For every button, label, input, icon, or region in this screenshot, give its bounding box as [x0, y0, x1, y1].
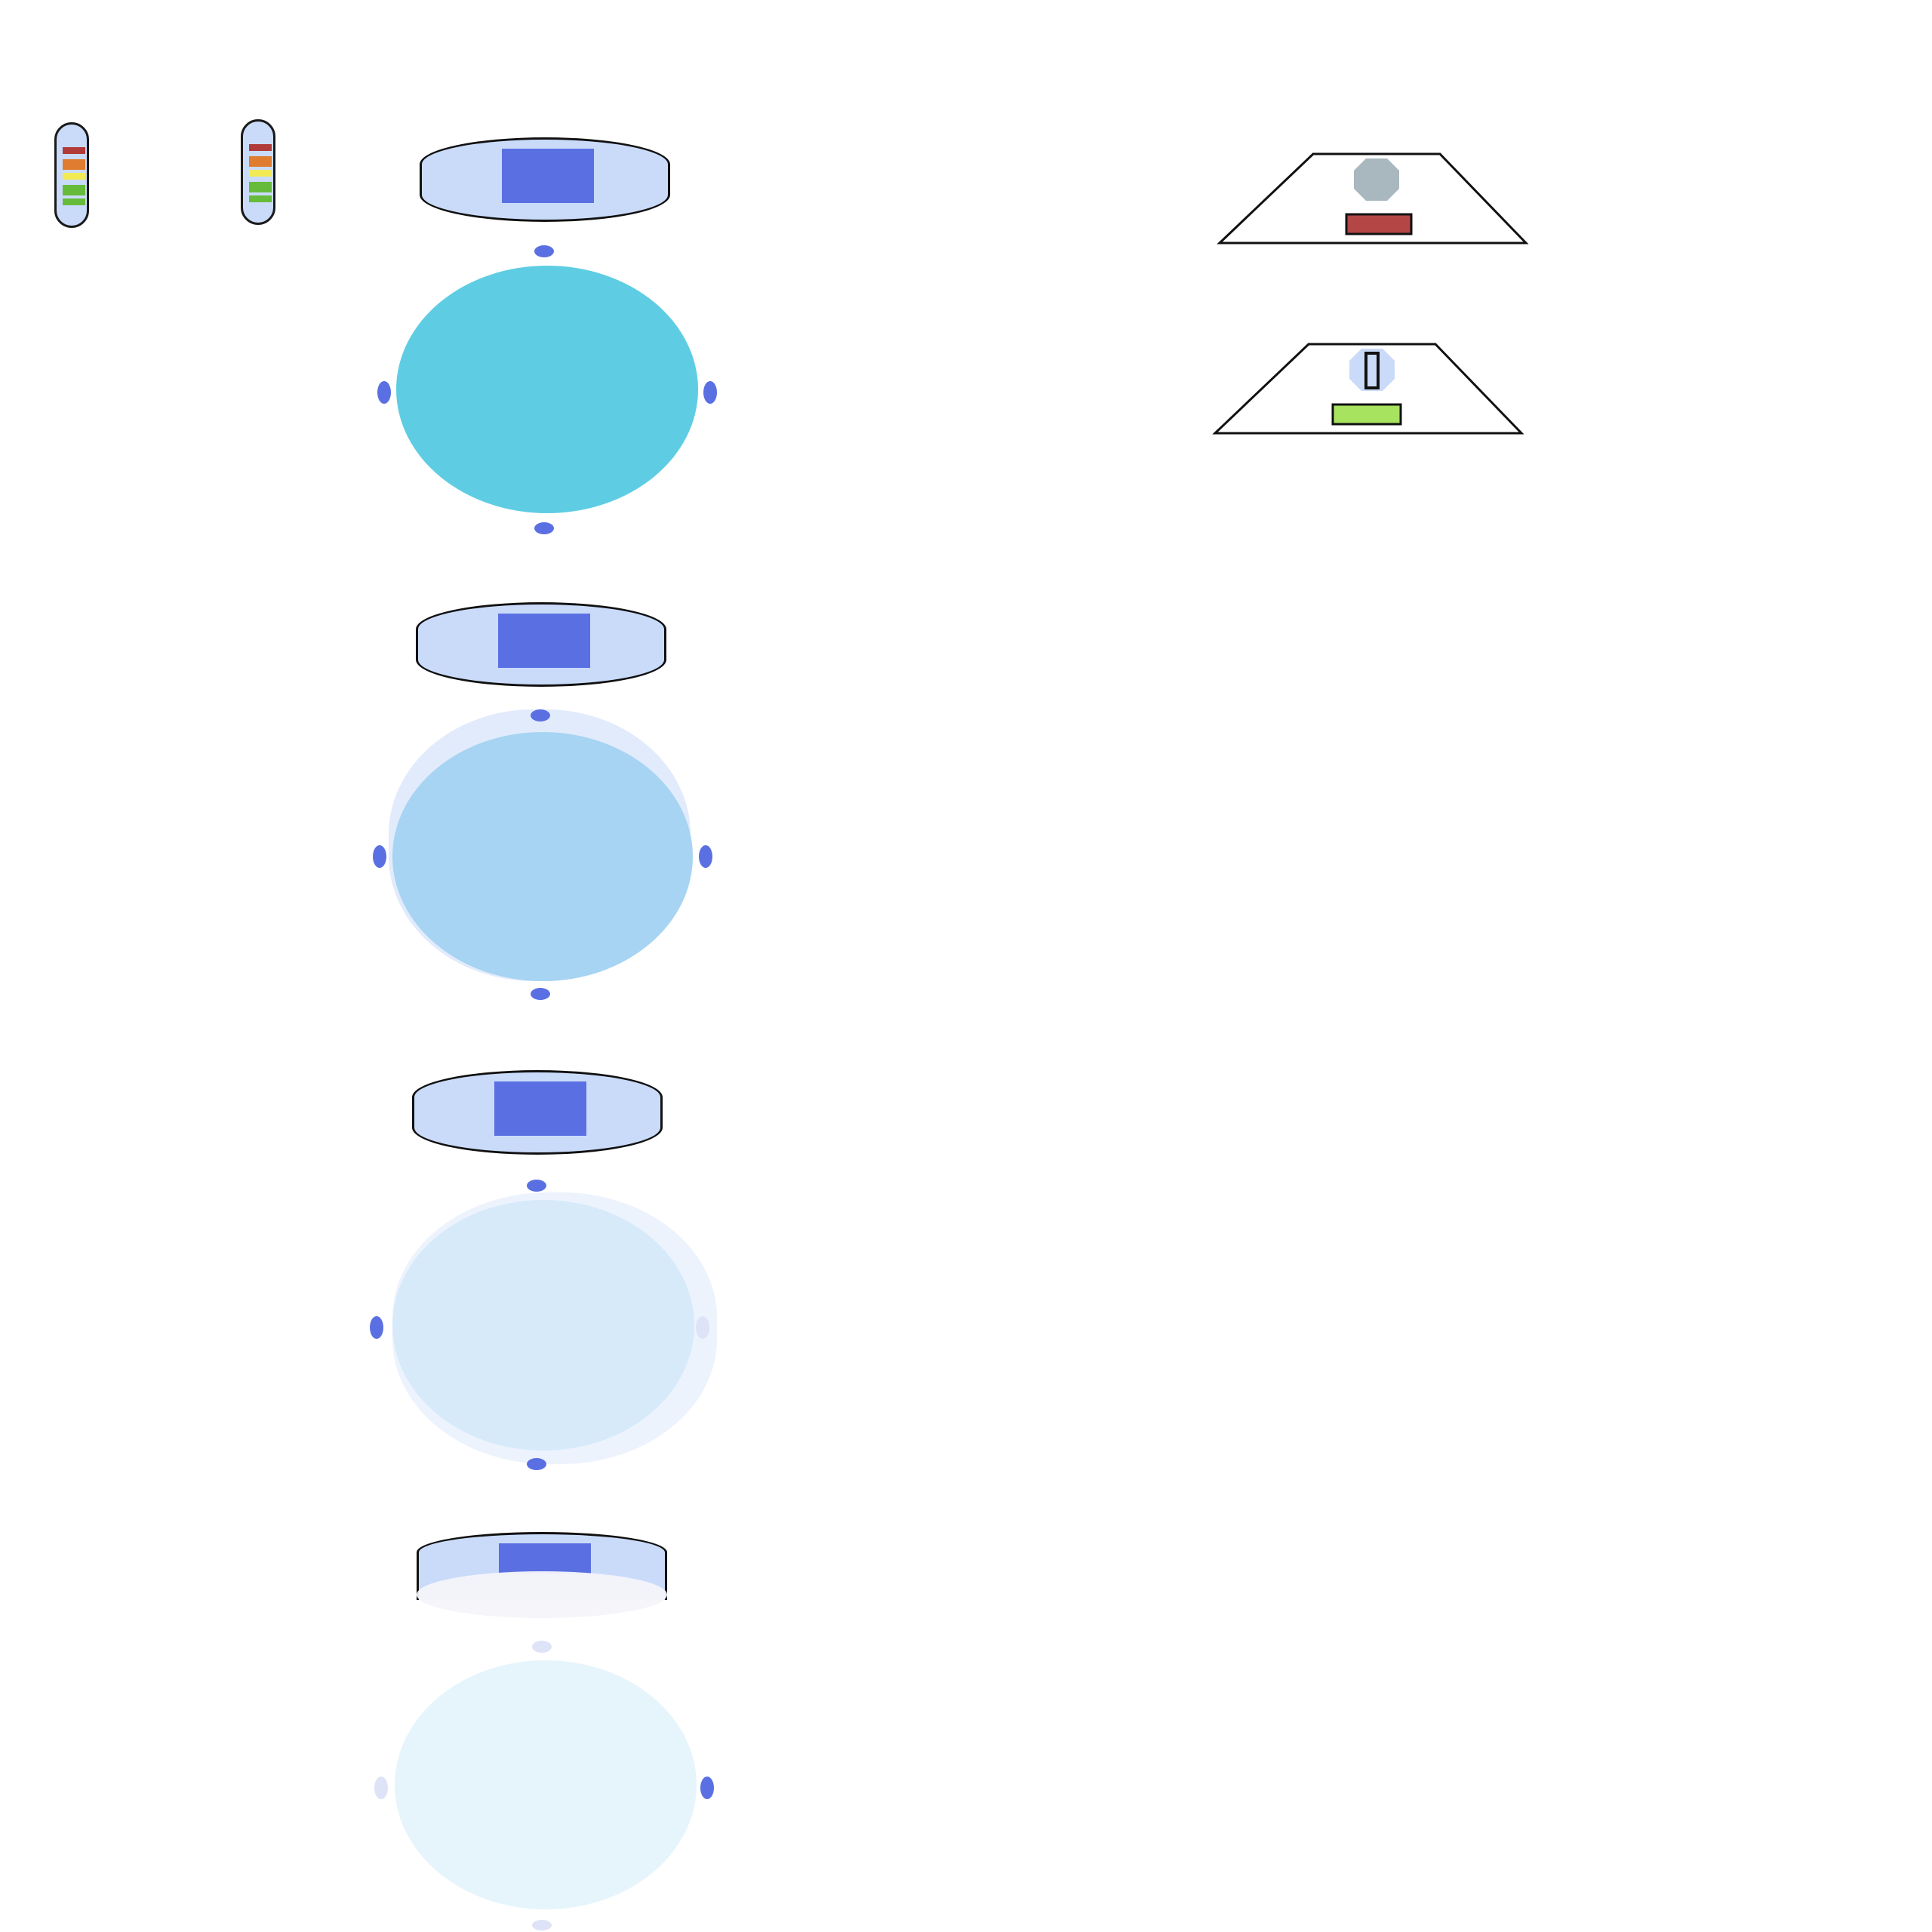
- energy-disk[interactable]: [395, 1660, 697, 1909]
- battery-indicator-left: [54, 122, 89, 228]
- base-bar: [1331, 403, 1402, 426]
- node-left[interactable]: [374, 1777, 388, 1799]
- pod-cockpit[interactable]: [412, 1070, 663, 1155]
- node-right[interactable]: [699, 845, 712, 868]
- node-top[interactable]: [527, 1180, 546, 1192]
- node-left[interactable]: [370, 1316, 383, 1339]
- battery-level-orange: [249, 156, 272, 167]
- pod-screen: [498, 614, 590, 668]
- pod-screen: [499, 1543, 591, 1574]
- base-stone[interactable]: [1215, 149, 1532, 255]
- pod-fade: [417, 1571, 667, 1618]
- battery-level-yellow: [63, 173, 85, 180]
- node-top[interactable]: [531, 709, 550, 721]
- battery-level-green-2: [249, 195, 272, 202]
- gray-octagon-icon: [1354, 158, 1399, 201]
- node-bottom[interactable]: [534, 522, 554, 534]
- battery-level-red: [63, 147, 85, 154]
- pod-screen: [494, 1081, 586, 1136]
- node-top[interactable]: [534, 245, 554, 257]
- battery-level-yellow: [249, 170, 272, 177]
- battery-level-red: [249, 144, 272, 151]
- energy-disk[interactable]: [392, 1200, 694, 1451]
- pod-screen: [502, 149, 594, 203]
- node-top[interactable]: [532, 1641, 552, 1653]
- node-right[interactable]: [696, 1316, 709, 1339]
- node-bottom[interactable]: [531, 988, 550, 1000]
- battery-indicator-right: [241, 119, 275, 225]
- node-bottom[interactable]: [532, 1920, 552, 1930]
- base-bar: [1345, 213, 1413, 235]
- node-right[interactable]: [703, 381, 717, 404]
- pod-cockpit[interactable]: [420, 137, 670, 222]
- node-right[interactable]: [700, 1777, 714, 1799]
- node-left[interactable]: [377, 381, 391, 404]
- node-left[interactable]: [373, 845, 386, 868]
- slot-icon: [1364, 352, 1380, 389]
- battery-level-green-2: [63, 198, 85, 205]
- base-crystal[interactable]: [1211, 340, 1527, 445]
- battery-level-green: [249, 182, 272, 192]
- energy-disk[interactable]: [392, 732, 693, 981]
- pod-cockpit[interactable]: [416, 602, 666, 687]
- battery-level-green: [63, 185, 85, 195]
- node-bottom[interactable]: [527, 1458, 546, 1470]
- battery-level-orange: [63, 159, 85, 170]
- energy-disk[interactable]: [396, 266, 698, 513]
